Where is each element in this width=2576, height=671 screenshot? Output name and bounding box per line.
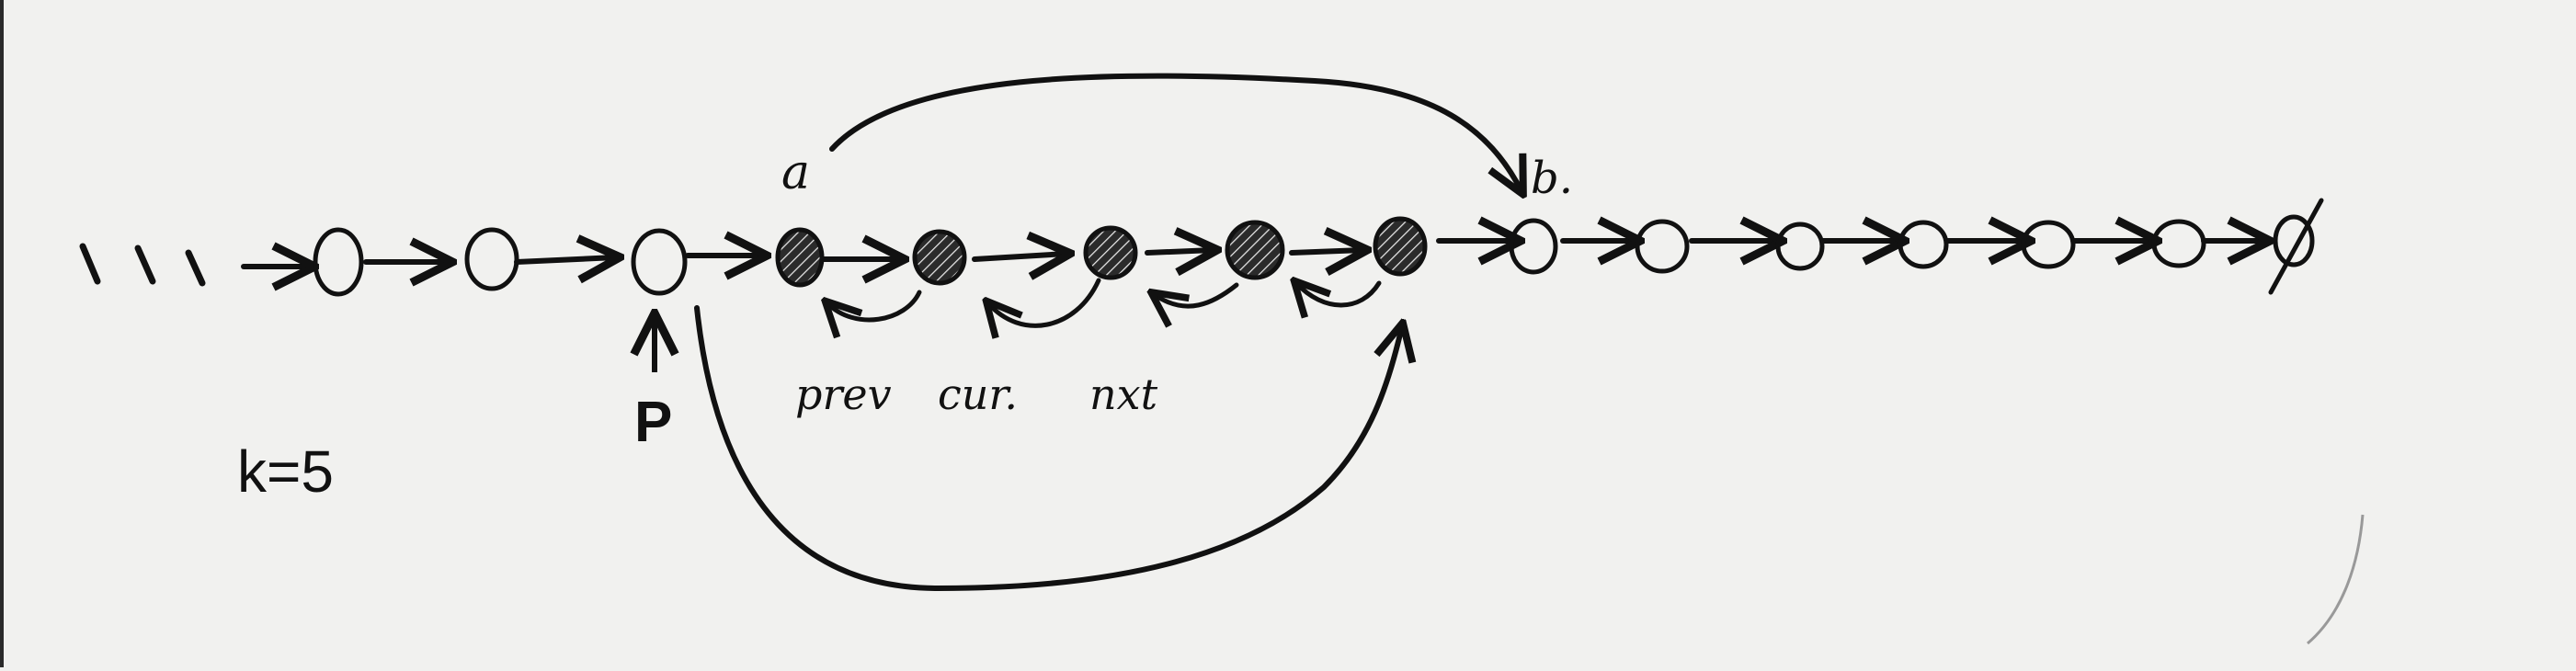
node-2: [464, 227, 519, 291]
reverse-arrow-8-to-7: [1296, 283, 1382, 305]
node-8-hatched: [1373, 216, 1428, 277]
reverse-arrow-7-to-6: [1154, 282, 1239, 306]
node-12: [1898, 220, 1949, 269]
label-p: P: [634, 391, 672, 454]
page-edge-line: [0, 0, 4, 667]
reverse-arrow-6-to-5: [988, 278, 1101, 325]
node-4-hatched: [775, 227, 825, 288]
node-11: [1775, 222, 1825, 271]
label-prev: prev: [795, 370, 892, 419]
node-10: [1635, 219, 1690, 274]
arrow-n7-n8: [1289, 250, 1363, 253]
node-7-hatched: [1225, 220, 1285, 280]
node-13: [2021, 220, 2076, 269]
corner-pencil-mark: [2307, 514, 2365, 645]
label-cur: cur.: [938, 370, 1018, 419]
reverse-arrow-5-to-4: [827, 290, 922, 320]
node-6-hatched: [1083, 225, 1138, 280]
arrow-a-to-b: [829, 73, 1522, 191]
node-9: [1509, 218, 1558, 275]
node-5-hatched: [912, 229, 967, 286]
label-a: a: [781, 145, 810, 200]
label-k: k=5: [237, 438, 334, 505]
label-nxt: nxt: [1089, 370, 1158, 419]
arrow-n5-n6: [972, 254, 1066, 259]
arrow-n2-n3: [514, 257, 616, 262]
forward-arrows: [241, 241, 2266, 267]
null-terminator: ϕ: [2268, 198, 2324, 295]
reverse-arrows: [827, 278, 1382, 325]
nodes: [313, 216, 2206, 297]
arrow-p-to-last: [694, 305, 1402, 592]
node-3: [631, 228, 688, 296]
node-14: [2151, 219, 2206, 268]
node-1: [313, 227, 364, 297]
leading-tick-marks: [79, 243, 206, 287]
label-b: b.: [1531, 153, 1573, 204]
arrow-n6-n7: [1145, 250, 1214, 253]
